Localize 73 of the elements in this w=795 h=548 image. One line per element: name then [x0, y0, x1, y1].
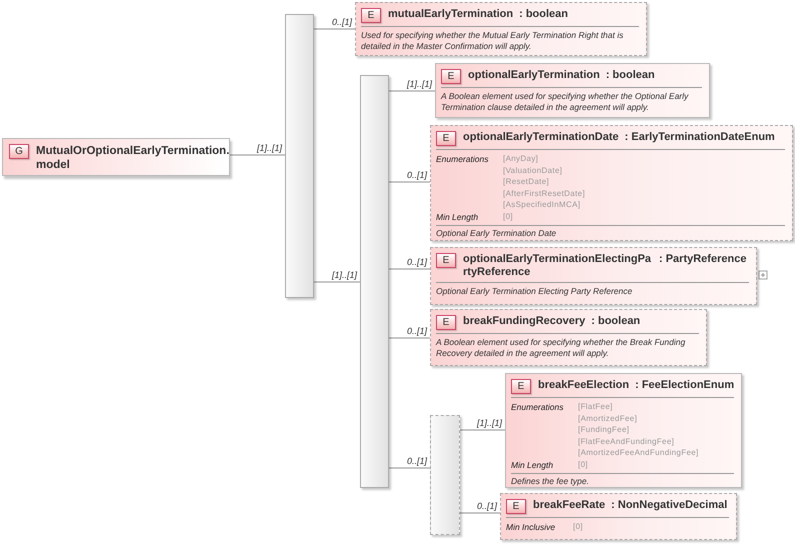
- facet-label: Min Inclusive: [506, 521, 556, 533]
- facet-value: [0]: [573, 521, 583, 532]
- element-box: [430, 125, 793, 241]
- element-type-badge: E: [436, 315, 456, 330]
- facet-value: [0]: [503, 210, 513, 222]
- facet-value: [AnyDay]: [503, 153, 540, 164]
- connector-line: [388, 268, 430, 270]
- multiplicity-label: 0..[1]: [406, 326, 427, 336]
- element-type: : PartyReference: [659, 253, 746, 266]
- facet-value: [0]: [578, 458, 588, 470]
- multiplicity-label: [1]..[1]: [256, 143, 282, 153]
- multiplicity-label: 0..[1]: [406, 456, 427, 466]
- element-type: : FeeElectionEnum: [635, 379, 734, 392]
- facet-value: [FlatFee]: [578, 401, 614, 412]
- element-box: [355, 2, 647, 56]
- element-type: : EarlyTerminationDateEnum: [624, 131, 775, 144]
- element-type: : boolean: [591, 315, 640, 328]
- multiplicity-label: 0..[1]: [332, 17, 352, 27]
- facet-value: [ValuationDate]: [503, 164, 564, 176]
- element-name: breakFundingRecovery: [463, 315, 586, 328]
- element-name: breakFeeElection: [538, 379, 630, 392]
- element-type-badge: E: [436, 131, 456, 146]
- element-box: [505, 373, 742, 488]
- facet-value: [AmortizedFeeAndFundingFee]: [578, 447, 699, 458]
- element-type-badge: E: [506, 499, 526, 514]
- compositor-bar: [285, 14, 314, 298]
- group-type-badge: G: [9, 144, 29, 159]
- element-type-badge: E: [511, 379, 531, 394]
- compositor-bar: [430, 415, 460, 535]
- element-description: Defines the fee type.: [511, 476, 590, 486]
- group-name: MutualOrOptionalEarlyTermination. model: [36, 144, 230, 172]
- element-description: Used for specifying whether the Mutual Early Termination Right that is detailed in the Master Confirmation will apply.: [361, 30, 624, 51]
- facet-value: [AfterFirstResetDate]: [503, 188, 586, 199]
- connector-line: [460, 512, 500, 514]
- element-type-badge: E: [436, 253, 456, 268]
- element-description: Optional Early Termination Date: [436, 228, 558, 238]
- group-box: [2, 138, 230, 176]
- facet-value: [ResetDate]: [503, 176, 550, 188]
- connector-line: [230, 154, 286, 156]
- element-description: A Boolean element used for specifying whether the Break Funding Recovery detailed in the agreement will apply.: [436, 337, 686, 358]
- element-name: optionalEarlyTerminationDate: [463, 131, 619, 144]
- facet-value: [AsSpecifiedInMCA]: [503, 199, 582, 210]
- element-type-badge: E: [441, 69, 461, 84]
- multiplicity-label: [1]..[1]: [332, 270, 357, 280]
- multiplicity-label: 0..[1]: [476, 501, 497, 511]
- facet-label: Enumerations: [511, 401, 564, 414]
- connector-line: [388, 90, 436, 92]
- element-type: : boolean: [606, 69, 655, 82]
- element-type: : boolean: [519, 8, 568, 21]
- facet-label: Enumerations: [436, 153, 490, 166]
- element-box: [430, 309, 707, 366]
- multiplicity-label: [1]..[1]: [406, 79, 432, 89]
- connector-line: [314, 28, 356, 30]
- facet-label: Min Length: [511, 458, 554, 470]
- facet-value: [FlatFeeAndFundingFee]: [578, 436, 676, 447]
- facet-value: [FundingFee]: [578, 424, 630, 436]
- element-box: [435, 63, 710, 118]
- element-type-badge: E: [361, 8, 381, 23]
- element-type: : NonNegativeDecimal: [611, 499, 728, 512]
- element-name: breakFeeRate: [533, 499, 606, 512]
- multiplicity-label: 0..[1]: [406, 170, 427, 180]
- element-box: [500, 493, 737, 540]
- element-name: mutualEarlyTermination: [388, 8, 514, 21]
- facet-label: Min Length: [436, 210, 480, 222]
- facet-value: [AmortizedFee]: [578, 412, 638, 424]
- element-box: [430, 247, 757, 305]
- element-name: optionalEarlyTermination: [468, 69, 600, 82]
- compositor-bar: [360, 75, 389, 488]
- multiplicity-label: 0..[1]: [406, 257, 427, 267]
- element-description: Optional Early Termination Electing Party Reference: [436, 286, 634, 296]
- element-name: optionalEarlyTerminationElectingPa rtyReference: [463, 253, 652, 279]
- element-description: A Boolean element used for specifying whether the Optional Early Termination clause detailed in the agreement will apply.: [441, 91, 690, 112]
- multiplicity-label: [1]..[1]: [476, 418, 502, 428]
